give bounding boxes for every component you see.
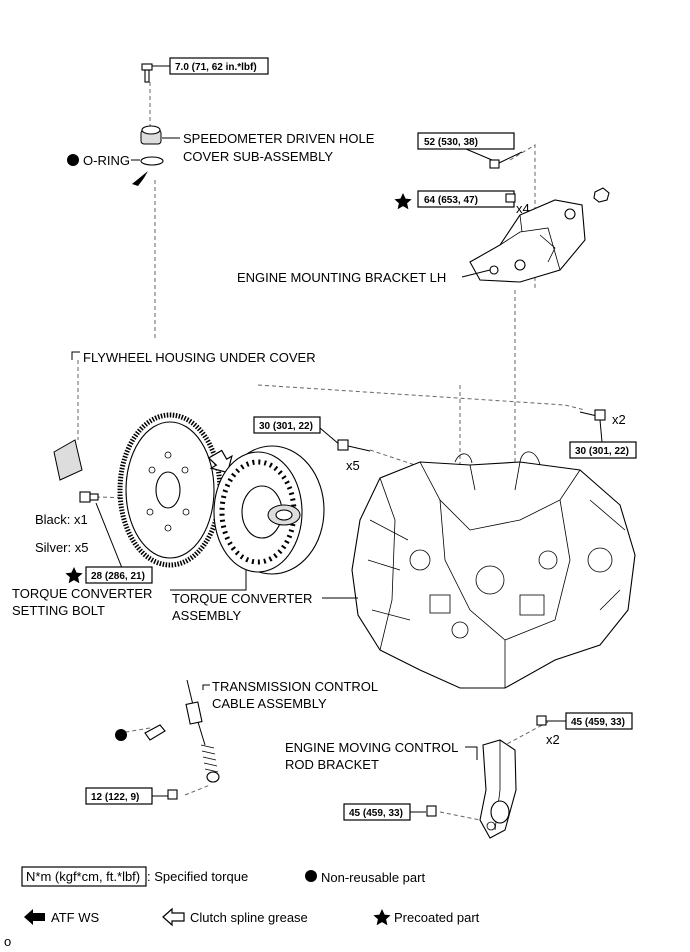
label-tc-bolt-2: SETTING BOLT xyxy=(12,603,105,618)
label-rod-1: ENGINE MOVING CONTROL xyxy=(285,740,458,755)
count-x2-housing: x2 xyxy=(612,412,626,427)
grease-arrow-icon xyxy=(207,449,233,474)
torque-housing-x5: 30 (301, 22) xyxy=(259,421,313,432)
non-reusable-dot-icon xyxy=(67,154,79,166)
housing-bolt-x5 xyxy=(337,439,371,452)
label-cable-1: TRANSMISSION CONTROL xyxy=(212,679,378,694)
legend-unit-text: : Specified torque xyxy=(147,869,248,884)
count-black: Black: x1 xyxy=(35,512,88,527)
torque-speedo: 7.0 (71, 62 in.*lbf) xyxy=(175,62,257,73)
bracket-x4-bolt xyxy=(505,193,516,203)
count-x5: x5 xyxy=(346,458,360,473)
rod-top-bolt xyxy=(536,715,547,726)
legend-grease: Clutch spline grease xyxy=(190,910,308,925)
footer-code: o xyxy=(4,934,11,949)
count-silver: Silver: x5 xyxy=(35,540,88,555)
label-speedo-2: COVER SUB-ASSEMBLY xyxy=(183,149,333,164)
legend-non-reusable: Non-reusable part xyxy=(321,870,425,885)
label-tc-asm-1: TORQUE CONVERTER xyxy=(172,591,312,606)
speedometer-cover-part xyxy=(140,125,164,166)
torque-cable: 12 (122, 9) xyxy=(91,792,139,803)
rod-bracket-part xyxy=(479,739,517,839)
torque-bracket-x4: 64 (653, 47) xyxy=(424,195,478,206)
rod-bottom-bolt xyxy=(426,805,437,817)
label-oring: O-RING xyxy=(83,153,130,168)
non-reusable-dot-icon xyxy=(115,729,127,741)
torque-box-housing-x5 xyxy=(253,416,321,434)
torque-bracket-top: 52 (530, 38) xyxy=(424,137,478,148)
torque-converter-part xyxy=(213,445,325,575)
flywheel-cover-part xyxy=(53,439,83,481)
atf-arrow-icon xyxy=(24,909,45,925)
engine-mounting-bracket-part xyxy=(469,187,610,283)
control-cable-part xyxy=(144,679,220,800)
housing-bolt-x2 xyxy=(579,409,606,421)
label-speedo-1: SPEEDOMETER DRIVEN HOLE xyxy=(183,131,375,146)
drive-plate-part xyxy=(117,412,223,568)
legend-unit: N*m (kgf*cm, ft.*lbf) xyxy=(26,869,140,884)
count-x2-rod: x2 xyxy=(546,732,560,747)
bracket-top-bolt xyxy=(489,151,523,169)
label-bracket-lh: ENGINE MOUNTING BRACKET LH xyxy=(237,270,446,285)
torque-box-converter xyxy=(85,566,153,584)
transaxle-part xyxy=(351,451,636,689)
precoated-star-icon xyxy=(65,567,83,584)
label-tc-bolt-1: TORQUE CONVERTER xyxy=(12,586,152,601)
label-rod-2: ROD BRACKET xyxy=(285,757,379,772)
label-tc-asm-2: ASSEMBLY xyxy=(172,608,241,623)
legend: N*m (kgf*cm, ft.*lbf) : Specified torque… xyxy=(21,866,480,927)
precoated-star-icon xyxy=(373,909,391,926)
non-reusable-dot-icon xyxy=(305,870,317,882)
torque-housing-x2: 30 (301, 22) xyxy=(575,446,629,457)
label-flywheel-cover: FLYWHEEL HOUSING UNDER COVER xyxy=(83,350,316,365)
label-cable-2: CABLE ASSEMBLY xyxy=(212,696,327,711)
legend-atf: ATF WS xyxy=(51,910,99,925)
legend-precoated: Precoated part xyxy=(394,910,480,925)
grease-arrow-icon xyxy=(162,907,185,927)
legend-unit-box xyxy=(21,866,147,887)
atf-arrow-icon xyxy=(132,171,148,186)
torque-rod-bottom: 45 (459, 33) xyxy=(349,808,403,819)
precoated-star-icon xyxy=(394,193,412,210)
torque-converter: 28 (286, 21) xyxy=(91,571,145,582)
torque-rod-top: 45 (459, 33) xyxy=(571,717,625,728)
torque-converter-bolt xyxy=(79,491,99,503)
speedometer-bolt xyxy=(141,63,153,83)
torque-box-housing-x2 xyxy=(569,441,637,459)
